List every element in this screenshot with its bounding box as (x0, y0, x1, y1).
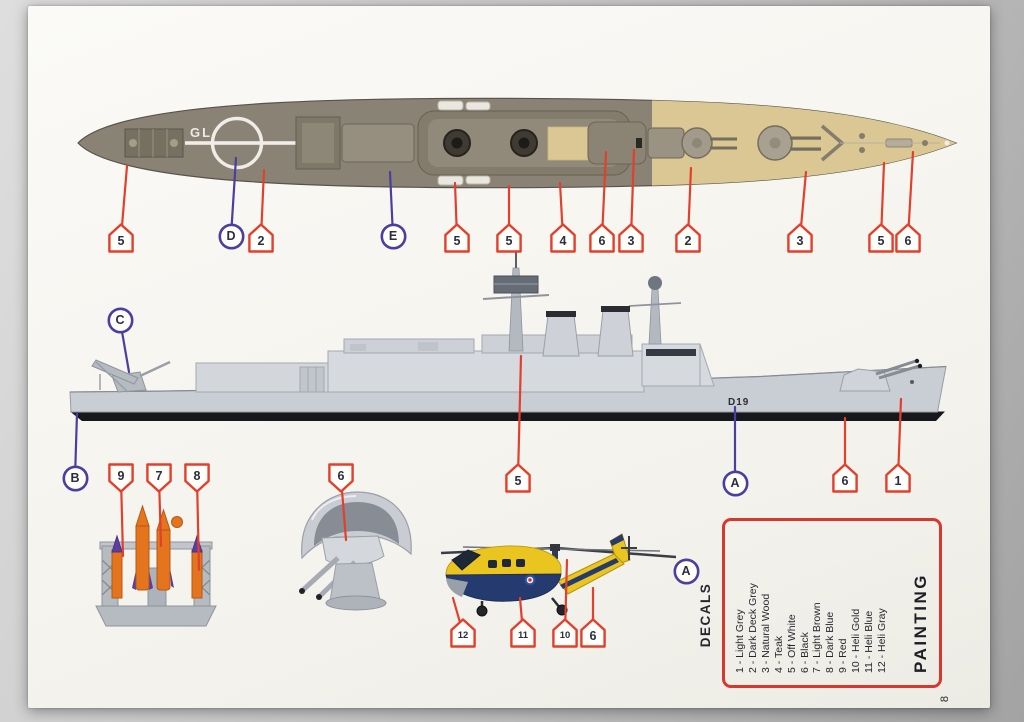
paint-item-9: 9 - Red (837, 638, 850, 673)
paint-item-3: 3 - Natural Wood (759, 593, 772, 673)
cockpit-canopy (451, 549, 481, 571)
leader-line (229, 156, 238, 238)
deck-code: GL (190, 125, 212, 140)
main-mast (482, 250, 550, 352)
fore-mast (628, 276, 682, 345)
profile-gun-turret (839, 358, 923, 392)
launcher-detail-art (95, 504, 217, 627)
plan-turret-a (757, 125, 821, 161)
paint-item-11: 11 - Heli Blue (863, 610, 876, 673)
leader-line (451, 596, 465, 635)
painting-title: PAINTING (911, 573, 930, 673)
leader-line (798, 170, 808, 240)
flightdeck-centerline (185, 141, 331, 145)
turret-detail-art (299, 491, 412, 611)
paint-item-6: 6 - Black (798, 632, 811, 673)
plan-turret-b (681, 127, 737, 159)
leader-line (119, 164, 129, 240)
helicopter-art (440, 533, 677, 617)
leader-lines (73, 148, 915, 635)
page-number: 8 (939, 695, 951, 703)
profile-seaslug-launcher (91, 359, 171, 393)
paint-item-12: 12 - Heli Gray (875, 608, 888, 673)
leader-line (518, 596, 525, 635)
profile-view-art: D19 (69, 250, 947, 421)
leader-line (453, 181, 459, 240)
hull-pennant-number: D19 (728, 397, 749, 408)
funnels (542, 306, 634, 357)
bridge-windows (646, 349, 696, 356)
leader-line (879, 161, 886, 240)
leader-line (73, 411, 79, 480)
plan-view-art: GL (77, 97, 958, 189)
plan-seaslug-launcher (124, 128, 184, 158)
paint-item-1: 1 - Light Grey (734, 609, 746, 673)
leader-line (118, 318, 131, 374)
paint-item-8: 8 - Dark Blue (824, 611, 837, 673)
leader-line (906, 150, 915, 240)
leader-line (516, 354, 523, 480)
missiles (111, 504, 203, 599)
boot-topping (70, 411, 945, 421)
paint-item-7: 7 - Light Brown (811, 602, 824, 673)
paint-item-5: 5 - Off White (785, 614, 798, 673)
leader-line (563, 558, 569, 635)
paint-item-2: 2 - Dark Deck Grey (746, 583, 759, 673)
paint-item-10: 10 - Heli Gold (850, 608, 863, 673)
paint-item-4: 4 - Teak (772, 635, 785, 673)
decals-title: DECALS (698, 582, 713, 648)
leader-line (558, 181, 565, 240)
leader-line (195, 476, 201, 572)
landing-circle (210, 116, 264, 170)
